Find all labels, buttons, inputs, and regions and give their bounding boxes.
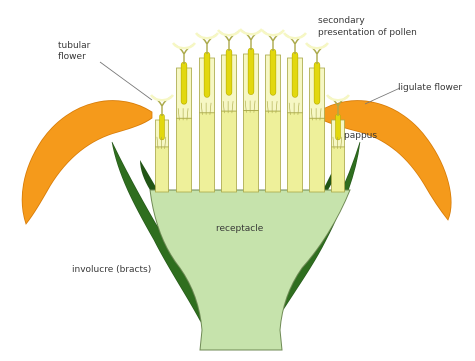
ligulate-leader-line bbox=[365, 88, 400, 104]
flower-tube-lower bbox=[222, 111, 237, 192]
secondary-presentation-label-line2: presentation of pollen bbox=[318, 28, 417, 38]
tubular-leader-line bbox=[100, 62, 152, 100]
secondary-presentation-label: secondary presentation of pollen bbox=[318, 16, 417, 38]
flower-style bbox=[314, 62, 320, 104]
pappus-label: pappus bbox=[344, 131, 377, 141]
flower-style bbox=[181, 62, 187, 104]
involucre-label: involucre (bracts) bbox=[72, 265, 151, 275]
flower-style bbox=[336, 114, 341, 140]
secondary-presentation-label-line1: secondary bbox=[318, 16, 365, 26]
flower-stigma-fill bbox=[240, 29, 262, 34]
flower-stigma-fill bbox=[306, 43, 328, 48]
flower-stigma-fill bbox=[284, 33, 306, 38]
flower-stigma-fill bbox=[151, 95, 173, 100]
flower-stigma-fill bbox=[262, 30, 284, 35]
tubular-flower-label-line2: flower bbox=[58, 52, 86, 62]
flower-style bbox=[248, 48, 254, 95]
flower-stigma-fill bbox=[196, 33, 218, 38]
flower-stigma-fill bbox=[218, 30, 240, 35]
flower-stigma-fill bbox=[173, 43, 195, 48]
flower-style bbox=[292, 52, 298, 97]
tubular-flower-label: tubular flower bbox=[58, 41, 93, 62]
flower-tube-lower bbox=[266, 111, 281, 192]
flower-style bbox=[270, 49, 276, 95]
flower-stigma-fill bbox=[327, 95, 349, 100]
flower-style bbox=[204, 52, 210, 97]
flower-tube-lower bbox=[244, 111, 259, 192]
tubular-flower-label-line1: tubular bbox=[58, 41, 91, 51]
flower-tube-lower bbox=[310, 118, 325, 192]
ligulate-flower-label: ligulate flower bbox=[398, 83, 462, 93]
flower-tube-lower bbox=[288, 113, 303, 192]
left-ligulate-petal bbox=[22, 101, 152, 224]
flower-style bbox=[226, 49, 232, 95]
flower-tube-lower bbox=[332, 147, 345, 192]
flower-tube-lower bbox=[200, 113, 215, 192]
flower-style bbox=[160, 114, 165, 140]
receptacle-label: receptacle bbox=[216, 224, 264, 234]
flower-tube-lower bbox=[177, 118, 192, 192]
flower-tube-lower bbox=[156, 147, 169, 192]
tubular-flowers bbox=[151, 29, 349, 192]
